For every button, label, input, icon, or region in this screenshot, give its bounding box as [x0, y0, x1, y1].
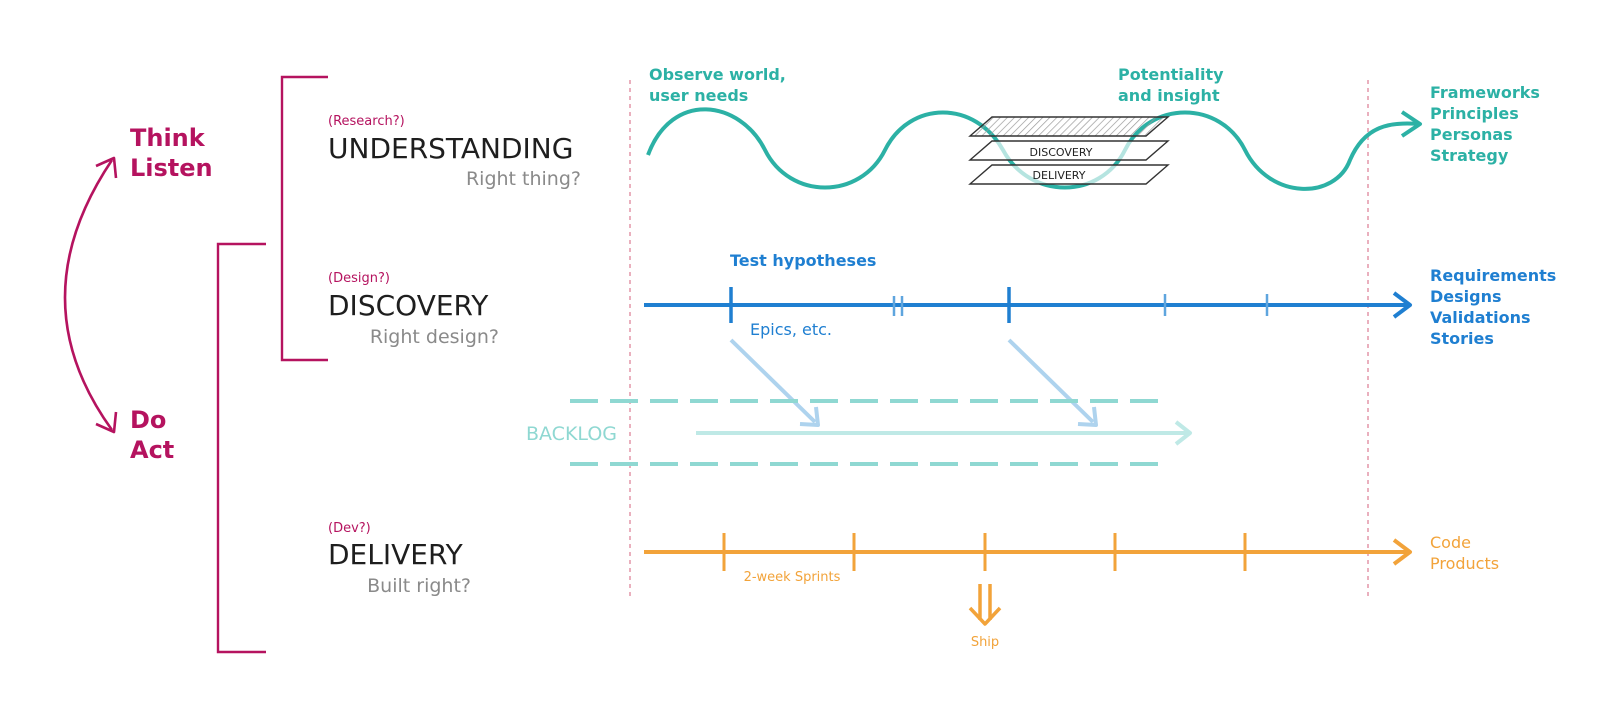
- note-epics: Epics, etc.: [750, 320, 832, 339]
- output-item: Designs: [1430, 287, 1502, 306]
- layer-plane-delivery: [968, 164, 1170, 185]
- cycle-think: Think: [130, 124, 206, 152]
- bracket-understanding-discovery: [280, 75, 328, 362]
- sprint-label: 2-week Sprints: [744, 570, 841, 585]
- output-item: Frameworks: [1430, 83, 1540, 102]
- phase-tag: (Dev?): [328, 521, 371, 536]
- cycle-arc: [63, 159, 114, 431]
- ship-arrowhead: [968, 606, 1002, 626]
- delivery-track: 2-week Sprints Ship Code Products: [644, 533, 1499, 650]
- phase-title: UNDERSTANDING: [328, 132, 573, 165]
- phase-question: Built right?: [367, 575, 471, 597]
- phase-question: Right design?: [370, 326, 499, 348]
- phase-title: DISCOVERY: [328, 289, 489, 322]
- delivery-outputs: Code Products: [1430, 533, 1499, 573]
- layer-plane-top: [968, 116, 1170, 137]
- backlog: BACKLOG: [526, 399, 1192, 466]
- think-do-cycle: Think Listen Do Act: [63, 124, 213, 464]
- output-item: Requirements: [1430, 266, 1556, 285]
- backlog-label: BACKLOG: [526, 423, 617, 445]
- layer-stack: DISCOVERY DELIVERY: [968, 116, 1170, 185]
- phase-delivery: (Dev?) DELIVERY Built right?: [328, 521, 471, 597]
- note-observe-2: user needs: [649, 86, 748, 105]
- layer-label-delivery: DELIVERY: [1033, 169, 1086, 182]
- handoff-arrowhead-2: [1077, 406, 1098, 427]
- phase-discovery: (Design?) DISCOVERY Right design?: [328, 271, 499, 348]
- bracket-discovery-delivery: [216, 242, 266, 654]
- cycle-arrowhead-top: [95, 156, 118, 179]
- understanding-outputs: Frameworks Principles Personas Strategy: [1430, 83, 1540, 165]
- cycle-do: Do: [130, 406, 166, 434]
- output-item: Products: [1430, 554, 1499, 573]
- cycle-listen: Listen: [130, 154, 213, 182]
- backlog-arrowhead: [1174, 420, 1192, 446]
- phase-question: Right thing?: [466, 168, 581, 190]
- handoff-arrow-1: [729, 338, 817, 424]
- cycle-arrowhead-bottom: [95, 411, 118, 434]
- delivery-arrowhead: [1392, 538, 1412, 566]
- layer-plane-discovery: [968, 140, 1170, 161]
- layer-label-discovery: DISCOVERY: [1030, 146, 1093, 159]
- note-potentiality-2: and insight: [1118, 86, 1220, 105]
- note-test-hypotheses: Test hypotheses: [730, 251, 876, 270]
- understanding-arrowhead: [1400, 110, 1422, 138]
- output-item: Personas: [1430, 125, 1513, 144]
- output-item: Principles: [1430, 104, 1519, 123]
- discovery-track: Test hypotheses Epics, etc. Requirements…: [644, 251, 1556, 427]
- understanding-track: DISCOVERY DELIVERY Observe world, user n…: [646, 65, 1540, 191]
- output-item: Validations: [1430, 308, 1531, 327]
- discovery-outputs: Requirements Designs Validations Stories: [1430, 266, 1556, 348]
- phase-understanding: (Research?) UNDERSTANDING Right thing?: [328, 114, 581, 190]
- phase-tag: (Research?): [328, 114, 405, 129]
- output-item: Code: [1430, 533, 1471, 552]
- handoff-arrowhead-1: [799, 406, 820, 427]
- cycle-act: Act: [130, 436, 174, 464]
- phase-tag: (Design?): [328, 271, 390, 286]
- note-observe-1: Observe world,: [649, 65, 786, 84]
- phase-title: DELIVERY: [328, 538, 464, 571]
- output-item: Stories: [1430, 329, 1494, 348]
- ship-label: Ship: [971, 635, 999, 650]
- discovery-arrowhead: [1392, 291, 1412, 319]
- note-potentiality-1: Potentiality: [1118, 65, 1224, 84]
- output-item: Strategy: [1430, 146, 1509, 165]
- handoff-arrow-2: [1007, 338, 1095, 424]
- ship-arrow: [968, 584, 1002, 626]
